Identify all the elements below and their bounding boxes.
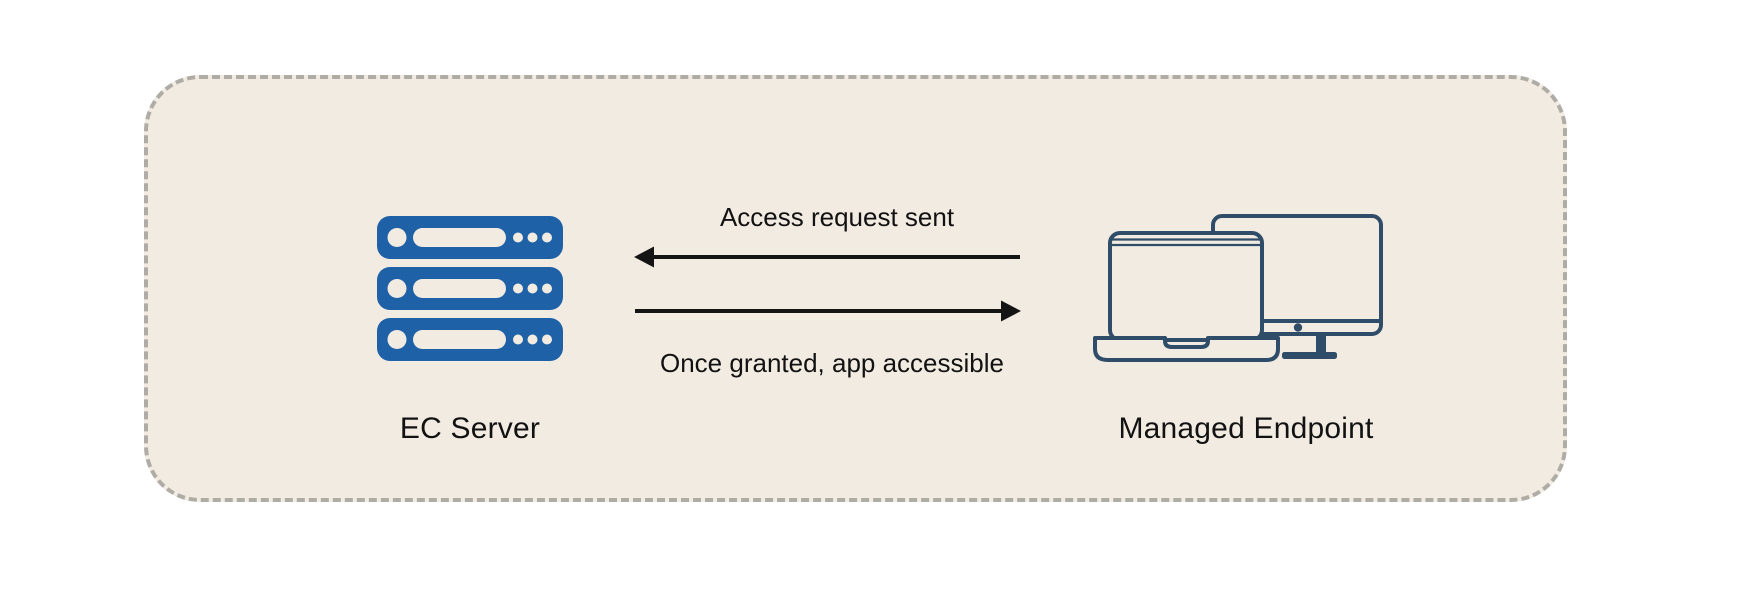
laptop-and-monitor-icon xyxy=(1092,212,1392,364)
access-request-label: Access request sent xyxy=(719,202,955,232)
managed-endpoint-label: Managed Endpoint xyxy=(1118,412,1374,445)
access-request-arrow xyxy=(633,240,1023,274)
server-rack-icon xyxy=(377,216,563,361)
grant-access-label: Once granted, app accessible xyxy=(660,348,1004,378)
grant-access-arrow xyxy=(632,294,1022,328)
ec-server-label: EC Server xyxy=(399,412,541,445)
